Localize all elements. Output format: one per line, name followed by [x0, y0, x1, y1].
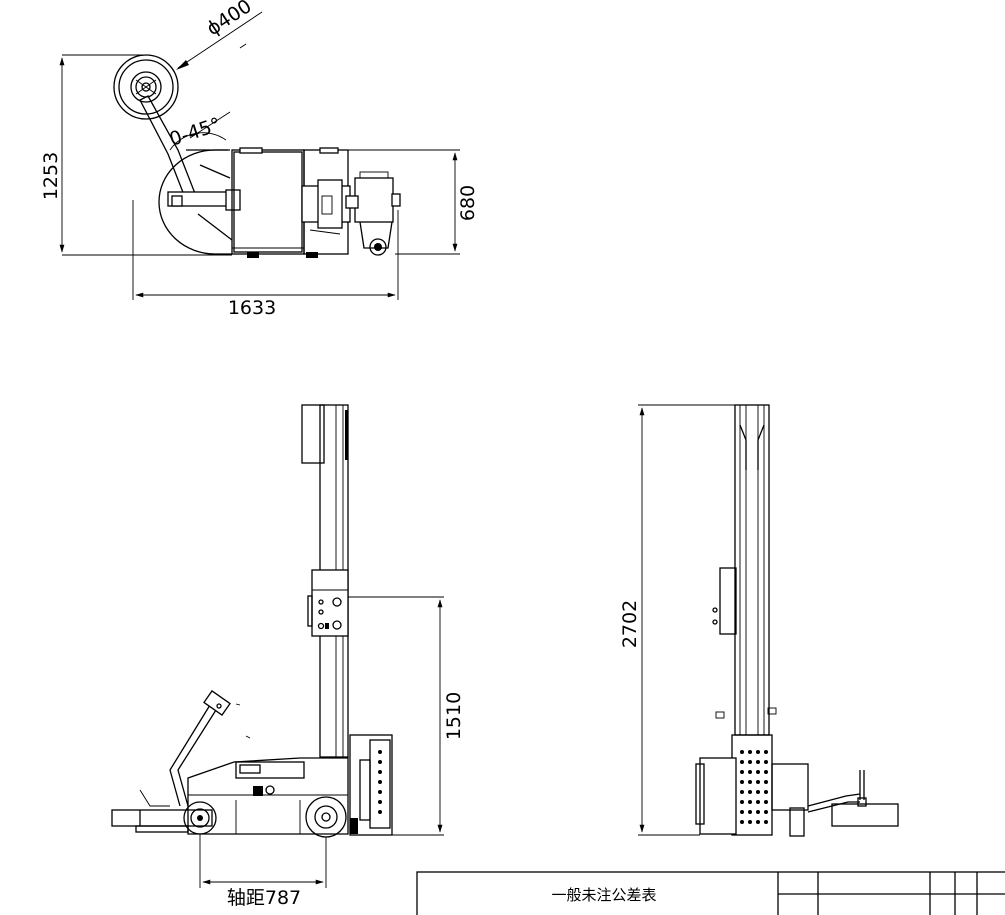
front-vent-holes — [378, 750, 382, 814]
top-view — [59, 11, 460, 300]
top-length-label: 1633 — [228, 297, 276, 319]
side-height-label: 2702 — [619, 600, 641, 648]
film-roll — [113, 54, 179, 120]
top-depth-label: 680 — [457, 185, 479, 221]
front-view — [111, 404, 444, 888]
side-view — [638, 404, 899, 837]
top-height-label: 1253 — [40, 152, 62, 200]
side-vent-holes — [740, 750, 768, 824]
title-block — [416, 871, 1005, 915]
control-height-label: 1510 — [443, 692, 465, 740]
angle-label: 0-45° — [167, 114, 224, 151]
wheelbase-label: 轴距787 — [227, 887, 301, 909]
tolerance-table-title: 一般未注公差表 — [551, 886, 656, 904]
